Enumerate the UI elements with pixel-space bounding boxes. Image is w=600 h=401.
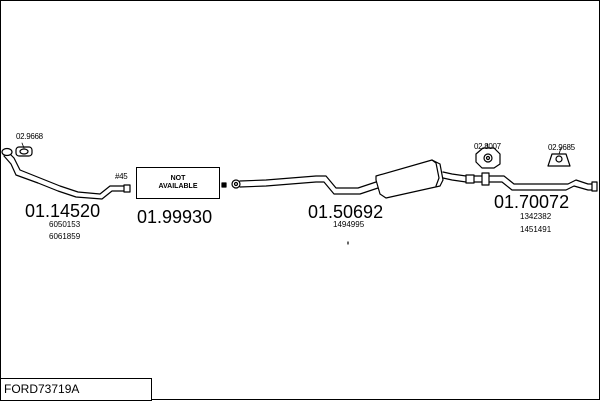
front-pipe-ref-2: 6061859 [49, 232, 81, 241]
rear-hanger-2-drawing [547, 147, 571, 167]
connector-mark [221, 182, 227, 188]
middle-silencer-ref-1: 1494995 [333, 220, 365, 229]
rear-section-ref-2: 1451491 [520, 225, 552, 234]
not-available-box: NOT AVAILABLE [136, 167, 220, 199]
middle-silencer-part-number: 01.50692 [308, 202, 384, 222]
rear-hanger-2-number: 02.9685 [548, 143, 575, 152]
rear-hanger-1-drawing [475, 143, 501, 169]
diagram-code-box: FORD73719A [0, 378, 152, 401]
front-gasket-number: 02.9668 [16, 132, 43, 141]
not-available-line-1: NOT [170, 174, 186, 182]
front-pipe-ref-1: 6050153 [49, 220, 81, 229]
diagram-code: FORD73719A [4, 382, 80, 396]
front-pipe-drawing [1, 147, 131, 200]
front-clamp-number: #45 [115, 172, 128, 181]
front-pipe-part-number: 01.14520 [25, 201, 101, 221]
not-available-line-2: AVAILABLE [158, 183, 198, 190]
rear-hanger-1-number: 02.8007 [474, 142, 501, 151]
rear-section-ref-1: 1342382 [520, 212, 552, 221]
gap-section-part-number: 01.99930 [137, 207, 213, 227]
rear-section-drawing [465, 172, 598, 192]
front-gasket-drawing [15, 142, 33, 157]
middle-silencer-drawing [231, 159, 467, 245]
rear-section-part-number: 01.70072 [494, 192, 570, 212]
